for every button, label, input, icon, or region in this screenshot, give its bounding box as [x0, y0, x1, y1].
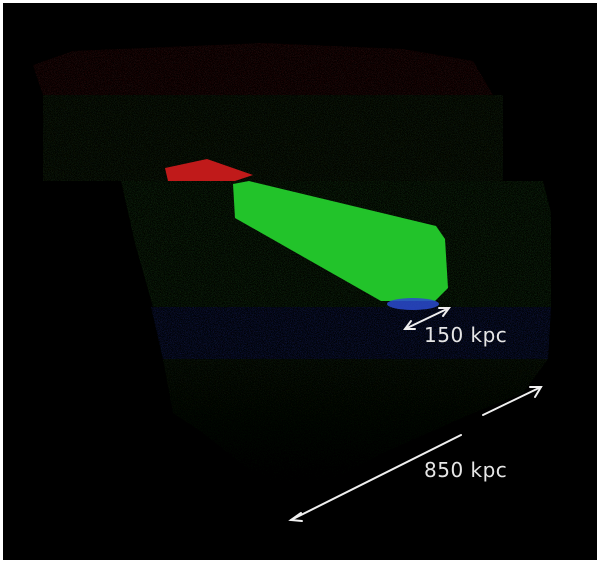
scale-label-850: 850 kpc — [424, 458, 508, 482]
red-filament-tip — [165, 159, 253, 181]
blue-knot — [387, 298, 439, 310]
bright-green-filament — [233, 181, 448, 301]
simulation-render: 150 kpc 850 kpc — [3, 3, 597, 560]
upper-red-slab — [33, 43, 493, 95]
volume-render-svg — [33, 43, 551, 522]
faint-cone-tail — [163, 359, 548, 495]
upper-green-slab — [43, 95, 503, 181]
scale-label-150: 150 kpc — [424, 323, 508, 347]
scale-arrow-850 — [288, 386, 543, 522]
scale-arrow-150 — [403, 307, 451, 330]
blue-band — [151, 307, 551, 359]
